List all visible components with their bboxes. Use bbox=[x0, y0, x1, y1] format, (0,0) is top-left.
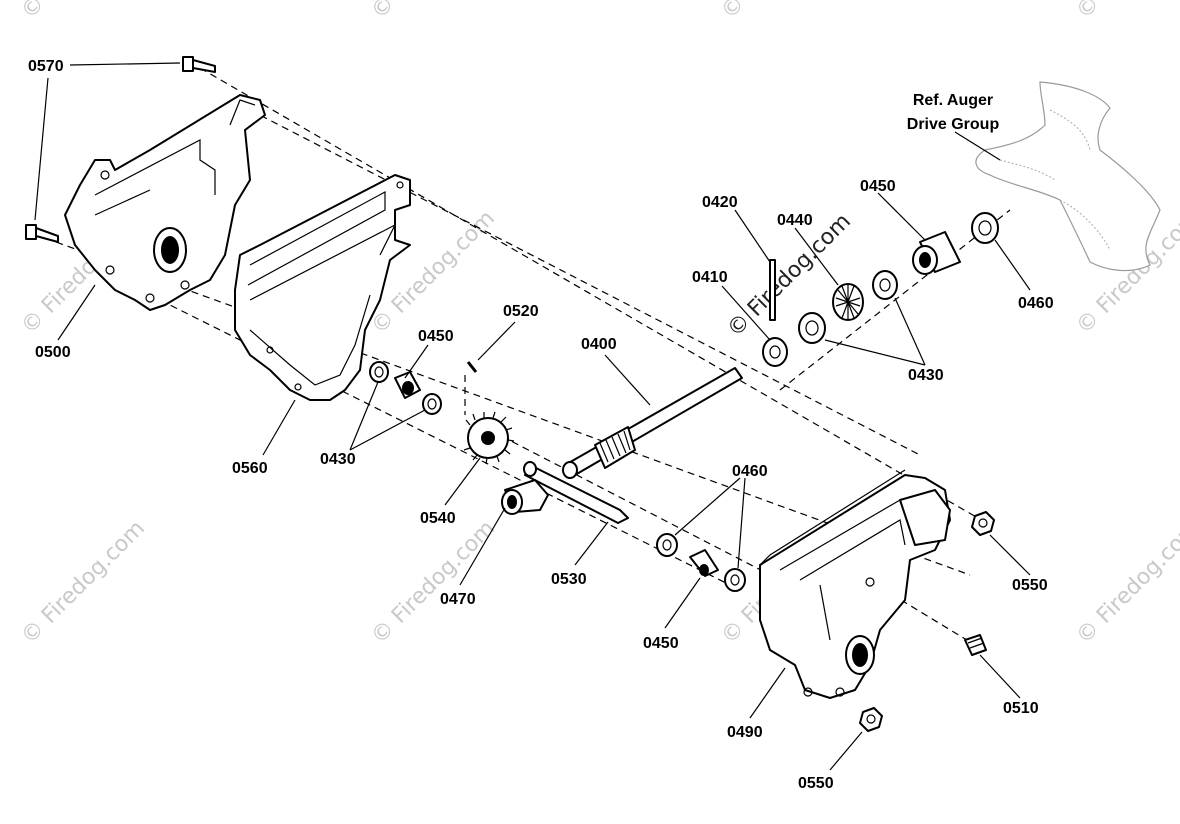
part-labels: 0570 0500 0560 0450 0520 0430 0540 0400 … bbox=[28, 58, 1054, 792]
label-0530: 0530 bbox=[551, 571, 587, 588]
label-0510: 0510 bbox=[1003, 700, 1039, 717]
label-0400: 0400 bbox=[581, 336, 617, 353]
nut-0550-upper bbox=[971, 511, 995, 536]
washer-0460-right bbox=[971, 212, 999, 244]
setscrew-0510 bbox=[964, 634, 987, 656]
right-housing-0490 bbox=[759, 469, 951, 699]
watermark-text: © Firedog.com bbox=[367, 0, 500, 24]
label-0410: 0410 bbox=[692, 269, 728, 286]
label-0550-a: 0550 bbox=[1012, 577, 1048, 594]
label-0470: 0470 bbox=[440, 591, 476, 608]
watermark-text: © Firedog.com bbox=[717, 0, 850, 24]
worm-shaft-0400 bbox=[562, 367, 743, 479]
watermark-layer: © Firedog.com © Firedog.com © Firedog.co… bbox=[17, 0, 1180, 649]
label-0560: 0560 bbox=[232, 460, 268, 477]
bolt-0570 bbox=[25, 56, 216, 243]
assembly-lines bbox=[44, 67, 1011, 646]
label-0440: 0440 bbox=[777, 212, 813, 229]
label-0520: 0520 bbox=[503, 303, 539, 320]
shaft-0530 bbox=[523, 461, 629, 524]
label-0420: 0420 bbox=[702, 194, 738, 211]
watermark-text: © Firedog.com bbox=[367, 516, 500, 649]
label-0490: 0490 bbox=[727, 724, 763, 741]
watermark-text: © Firedog.com bbox=[17, 516, 150, 649]
label-0570: 0570 bbox=[28, 58, 64, 75]
gear-0540 bbox=[463, 411, 515, 465]
label-0500: 0500 bbox=[35, 344, 71, 361]
pin-0520 bbox=[466, 361, 478, 373]
washer-0460-lower bbox=[656, 533, 746, 592]
label-0450-c: 0450 bbox=[643, 635, 679, 652]
washer-0410 bbox=[762, 337, 788, 367]
ref-note-line1: Ref. Auger bbox=[913, 92, 993, 109]
watermark-text: © Firedog.com bbox=[1072, 516, 1180, 649]
label-0460-b: 0460 bbox=[732, 463, 768, 480]
washer-0430-right bbox=[798, 270, 898, 344]
label-0540: 0540 bbox=[420, 510, 456, 527]
nut-0550-lower bbox=[859, 707, 883, 732]
label-0430-b: 0430 bbox=[908, 367, 944, 384]
label-0460-a: 0460 bbox=[1018, 295, 1054, 312]
bearing-0470 bbox=[501, 479, 549, 515]
ref-note-line2: Drive Group bbox=[907, 116, 1000, 133]
bushing-0450-right bbox=[912, 231, 961, 275]
label-0450-b: 0450 bbox=[860, 178, 896, 195]
label-0450-a: 0450 bbox=[418, 328, 454, 345]
leader-lines bbox=[34, 62, 1031, 771]
watermark-text: © Firedog.com bbox=[1072, 0, 1180, 24]
thrust-bearing-0440 bbox=[832, 283, 864, 321]
watermark-text: © Firedog.com bbox=[17, 0, 150, 24]
washer-0430-left bbox=[369, 361, 442, 415]
label-0430-a: 0430 bbox=[320, 451, 356, 468]
bushing-0450-left bbox=[394, 371, 421, 399]
ref-auger-drive-group: Ref. Auger Drive Group bbox=[907, 81, 1161, 272]
bushing-0450-lower bbox=[689, 549, 719, 577]
gasket-0560 bbox=[234, 174, 411, 401]
left-housing-0500 bbox=[64, 94, 266, 311]
label-0550-b: 0550 bbox=[798, 775, 834, 792]
pin-0420 bbox=[769, 259, 776, 321]
